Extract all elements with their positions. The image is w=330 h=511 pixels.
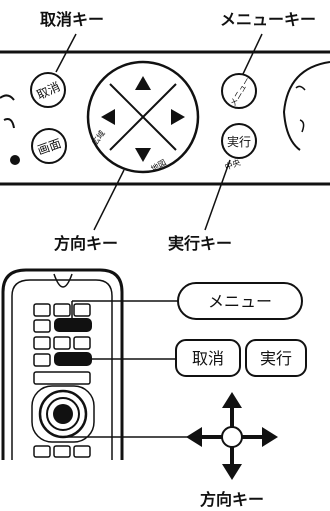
enter-pill-button[interactable]: 実行 xyxy=(245,339,307,377)
four-way-arrow-icon xyxy=(186,392,278,480)
cancel-key-leader xyxy=(55,33,77,73)
direction-key-callout: 方向キー xyxy=(54,234,118,253)
cancel-pill-button[interactable]: 取消 xyxy=(175,339,241,377)
edge-mark xyxy=(0,94,15,101)
menu-key-leader xyxy=(242,33,263,75)
enter-key-callout: 実行キー xyxy=(168,234,232,253)
enter-button-label: 実行 xyxy=(227,134,251,149)
menu-key-callout: メニューキー xyxy=(220,10,316,29)
dpad-cross-line-2 xyxy=(109,83,177,151)
remote-sketch xyxy=(1,268,124,460)
cancel-pill-label: 取消 xyxy=(192,349,224,368)
cancel-key-callout: 取消キー xyxy=(40,10,104,29)
edge-mark-2 xyxy=(3,118,15,129)
direction-key-leader xyxy=(93,169,125,231)
enter-key-leader xyxy=(204,159,231,231)
arrow-down-icon[interactable] xyxy=(135,148,151,162)
direction-key-caption: 方向キー xyxy=(200,490,264,509)
arrow-up-icon[interactable] xyxy=(135,76,151,90)
arrow-right-icon[interactable] xyxy=(171,109,185,125)
direction-pad[interactable]: 広域 地図 xyxy=(86,60,200,174)
indicator-dot xyxy=(10,155,20,165)
enter-pill-label: 実行 xyxy=(260,349,292,368)
partial-right-button xyxy=(282,61,330,151)
menu-pill-label: メニュー xyxy=(208,292,272,311)
top-remote-panel: 取消 画面 広域 地図 メニュー 実行 中央 xyxy=(0,50,330,186)
menu-pill-button[interactable]: メニュー xyxy=(177,282,303,320)
menu-button[interactable]: メニュー xyxy=(221,73,257,109)
screen-button[interactable]: 画面 xyxy=(31,128,67,164)
arrow-left-icon[interactable] xyxy=(101,109,115,125)
cancel-button[interactable]: 取消 xyxy=(30,72,66,108)
